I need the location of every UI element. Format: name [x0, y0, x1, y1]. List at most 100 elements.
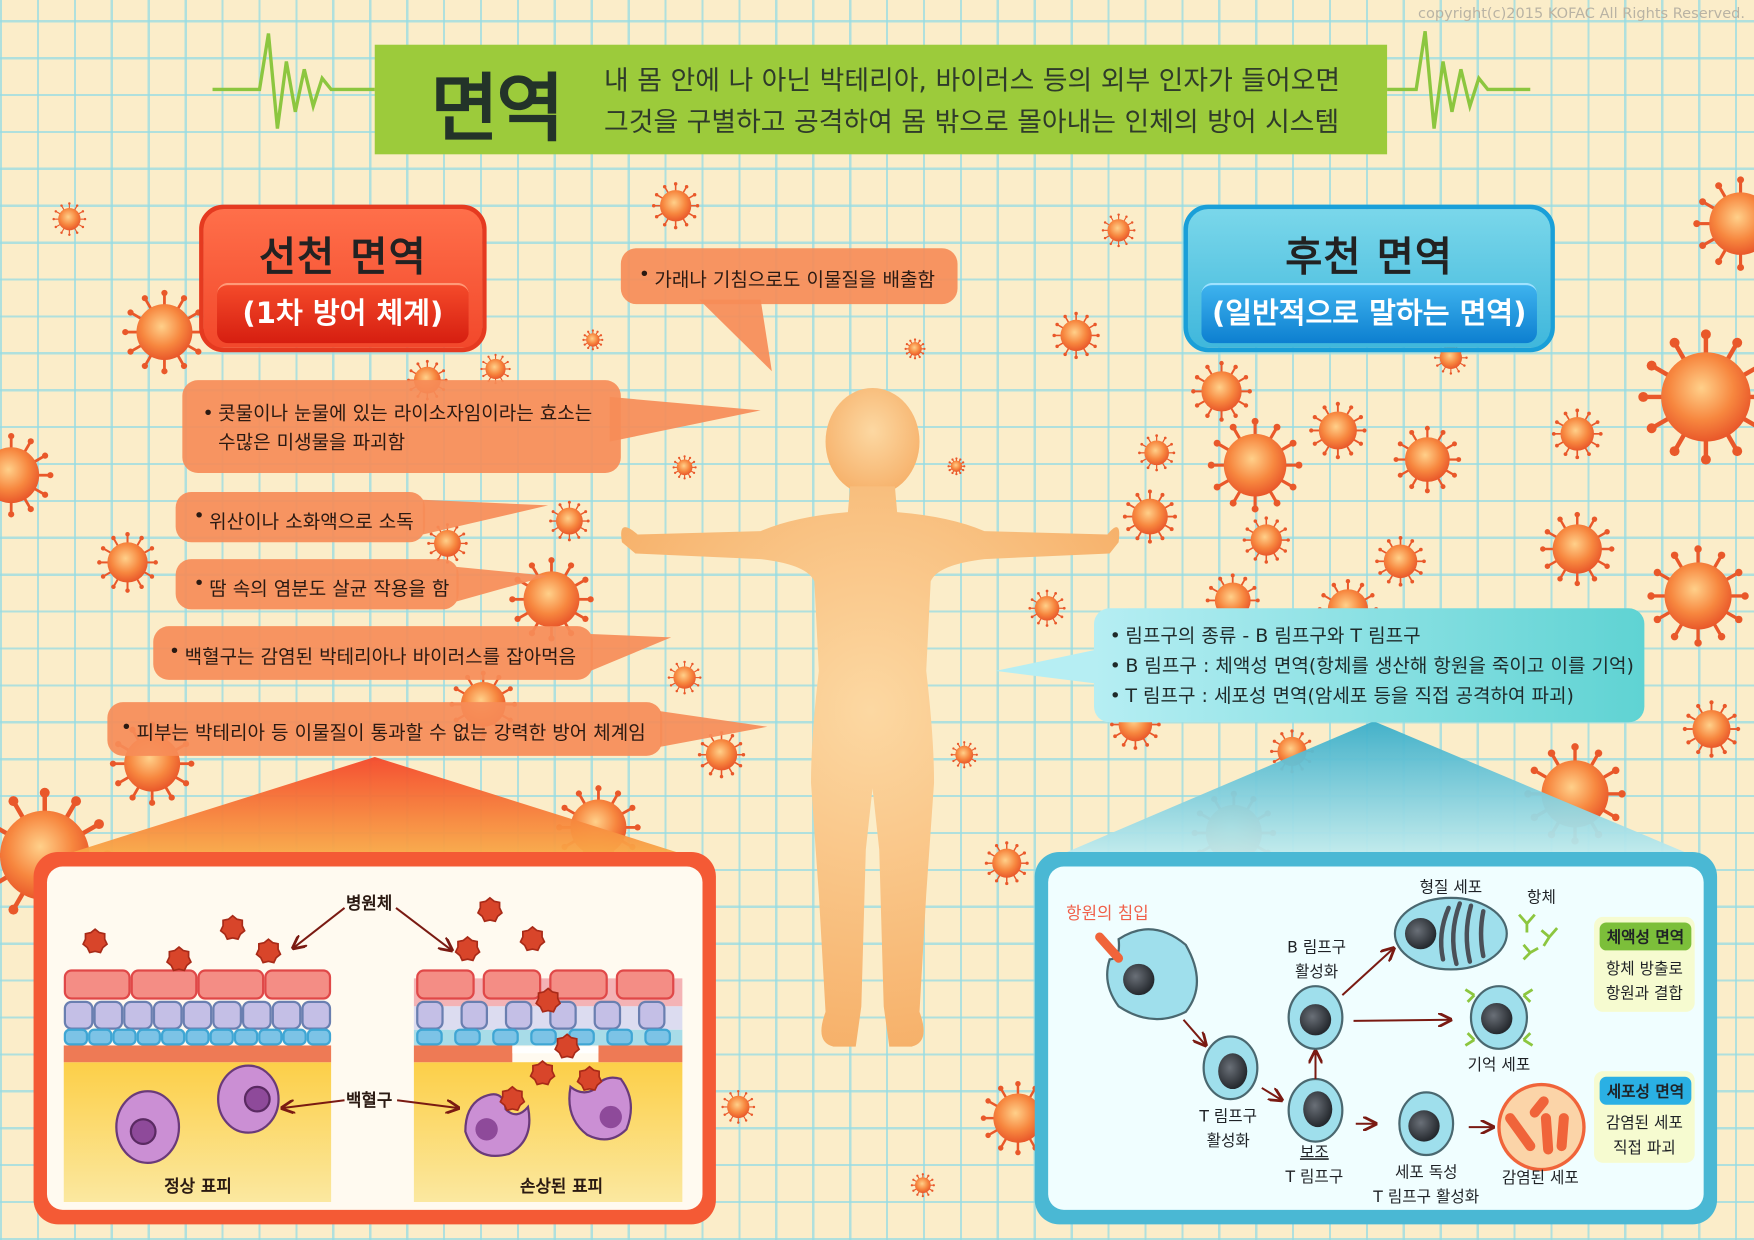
callout-text: 콧물이나 눈물에 있는 라이소자임이라는 효소는: [202, 399, 620, 428]
virus-icon: [1052, 311, 1100, 360]
cytotoxic-label: 세포 독성: [1395, 1162, 1458, 1181]
normal-epidermis-diagram: [63, 969, 332, 1202]
virus-icon: [52, 202, 87, 237]
pathogen-icon: [82, 928, 109, 954]
b-activation-label: B 림프구: [1287, 938, 1346, 957]
cytotoxic-label: T 림프구 활성화: [1372, 1187, 1479, 1206]
virus-icon: [651, 182, 700, 230]
skin-cell: [112, 1028, 137, 1046]
virus-icon: [1551, 408, 1603, 460]
pathogen-icon: [499, 1085, 526, 1112]
heartbeat-line-left: [212, 33, 375, 129]
skin-cell: [130, 969, 198, 1000]
adaptive-immunity-badge: 후천 면역 (일반적으로 말하는 면역): [1183, 204, 1555, 353]
b-lymphocyte-cell: [1287, 985, 1344, 1050]
cellular-desc: 직접 파괴: [1613, 1138, 1676, 1157]
antibody-label: 항체: [1527, 887, 1556, 906]
humoral-title: 체액성 면역: [1607, 928, 1684, 947]
callout-text: 피부는 박테리아 등 이물질이 통과할 수 없는 강력한 방어 체계임: [121, 717, 662, 745]
white-blood-cell-label: 백혈구: [346, 1090, 392, 1110]
callout-text: 백혈구는 감염된 박테리아나 바이러스를 잡아먹음: [169, 641, 593, 669]
pathogen-icon: [554, 1033, 581, 1059]
skin-cell: [88, 1028, 113, 1046]
skin-cell: [530, 1028, 557, 1046]
pathogen-icon: [476, 896, 503, 923]
skin-cell: [123, 1000, 153, 1030]
virus-icon: [0, 432, 54, 518]
lymphocyte-bullet: T 림프구 : 세포성 면역(암세포 등을 직접 공격하여 파괴): [1110, 682, 1645, 712]
virus-icon: [1191, 360, 1252, 422]
skin-cell: [63, 1000, 94, 1030]
pathogen-icon: [519, 925, 546, 952]
virus-icon: [1682, 700, 1741, 758]
innate-epidermis-panel: 병원체 백혈구 정상 표피 손상된 표피: [33, 852, 716, 1225]
virus-icon: [1540, 511, 1615, 587]
helper-t-cell: [1287, 1077, 1344, 1143]
adaptive-title: 후천 면역: [1285, 234, 1454, 281]
virus-icon: [1242, 516, 1290, 564]
white-blood-cell: [217, 1064, 280, 1134]
bubble-tail: [659, 711, 768, 747]
virus-icon: [947, 457, 966, 476]
arrow-icon: [1261, 1087, 1282, 1100]
skin-cell: [233, 1028, 259, 1046]
lymphocyte-bullet: B 림프구 : 체액성 면역(항체를 생산해 항원을 죽이고 이를 기억): [1110, 652, 1645, 682]
cytotoxic-t-cell: [1398, 1091, 1455, 1157]
b-activation-label: 활성화: [1295, 962, 1338, 981]
virus-icon: [582, 329, 604, 351]
skin-cell: [593, 1000, 622, 1030]
virus-icon: [672, 455, 697, 480]
arrow-icon: [293, 907, 346, 948]
skin-cell: [504, 1000, 533, 1030]
memory-cell-label: 기억 세포: [1468, 1055, 1531, 1074]
bubble-tail: [422, 499, 549, 535]
header-banner: 면역 내 몸 안에 나 아닌 박테리아, 바이러스 등의 외부 인자가 들어오면…: [374, 44, 1388, 155]
lymphocyte-bullet: 림프구의 종류 - B 림프구와 T 림프구: [1110, 622, 1645, 652]
cellular-title: 세포성 면역: [1607, 1082, 1684, 1101]
pathogen-label: 병원체: [346, 893, 392, 913]
skin-cell: [136, 1028, 161, 1046]
antigen-invasion-label: 항원의 침입: [1066, 903, 1148, 923]
skin-cell: [93, 1000, 124, 1030]
skin-cell: [209, 1028, 234, 1046]
virus-icon: [1638, 329, 1754, 465]
virus-icon: [1693, 176, 1754, 271]
pathogen-icon: [529, 1060, 556, 1086]
skin-cell: [637, 1000, 666, 1030]
adaptive-pointer-triangle: [1045, 721, 1706, 861]
white-blood-cell-engulfing: [568, 1076, 633, 1141]
adaptive-subtitle: (일반적으로 말하는 면역): [1201, 282, 1537, 344]
skin-cell: [549, 969, 608, 1000]
callout-lysozyme: 콧물이나 눈물에 있는 라이소자임이라는 효소는 수많은 미생물을 파괴함: [182, 380, 621, 473]
helper-t-label: 보조: [1300, 1142, 1329, 1161]
virus-icon: [122, 289, 207, 375]
skin-cell: [63, 1028, 89, 1046]
virus-icon: [1375, 535, 1426, 587]
skin-cell: [197, 969, 265, 1000]
skin-cell: [454, 1028, 481, 1046]
virus-icon: [1028, 589, 1066, 627]
skin-cell: [271, 1000, 302, 1030]
skin-cell: [63, 969, 131, 1000]
t-lymphocyte-cell: [1202, 1035, 1259, 1101]
pathogen-icon: [219, 914, 246, 941]
skin-cell: [416, 969, 475, 1000]
helper-t-label: T 림프구: [1285, 1167, 1344, 1186]
skin-cell: [264, 969, 332, 1000]
humoral-desc: 항체 방출로: [1606, 959, 1683, 978]
description-line: 그것을 구별하고 공격하여 몸 밖으로 몰아내는 인체의 방어 시스템: [604, 106, 1340, 138]
bubble-tail: [456, 566, 549, 602]
skin-cell: [460, 1000, 489, 1030]
skin-cell: [258, 1028, 283, 1046]
skin-cell: [301, 1000, 332, 1030]
t-activation-label: 활성화: [1207, 1131, 1250, 1150]
skin-cell: [152, 1000, 183, 1030]
page-title: 면역: [430, 65, 565, 153]
skin-cell: [241, 1000, 272, 1030]
innate-subtitle: (1차 방어 체계): [217, 282, 469, 344]
infected-cell-label: 감염된 세포: [1502, 1168, 1579, 1187]
callout-stomach-acid: 위산이나 소화액으로 소독: [175, 491, 426, 543]
pathogen-icon: [576, 1065, 603, 1092]
